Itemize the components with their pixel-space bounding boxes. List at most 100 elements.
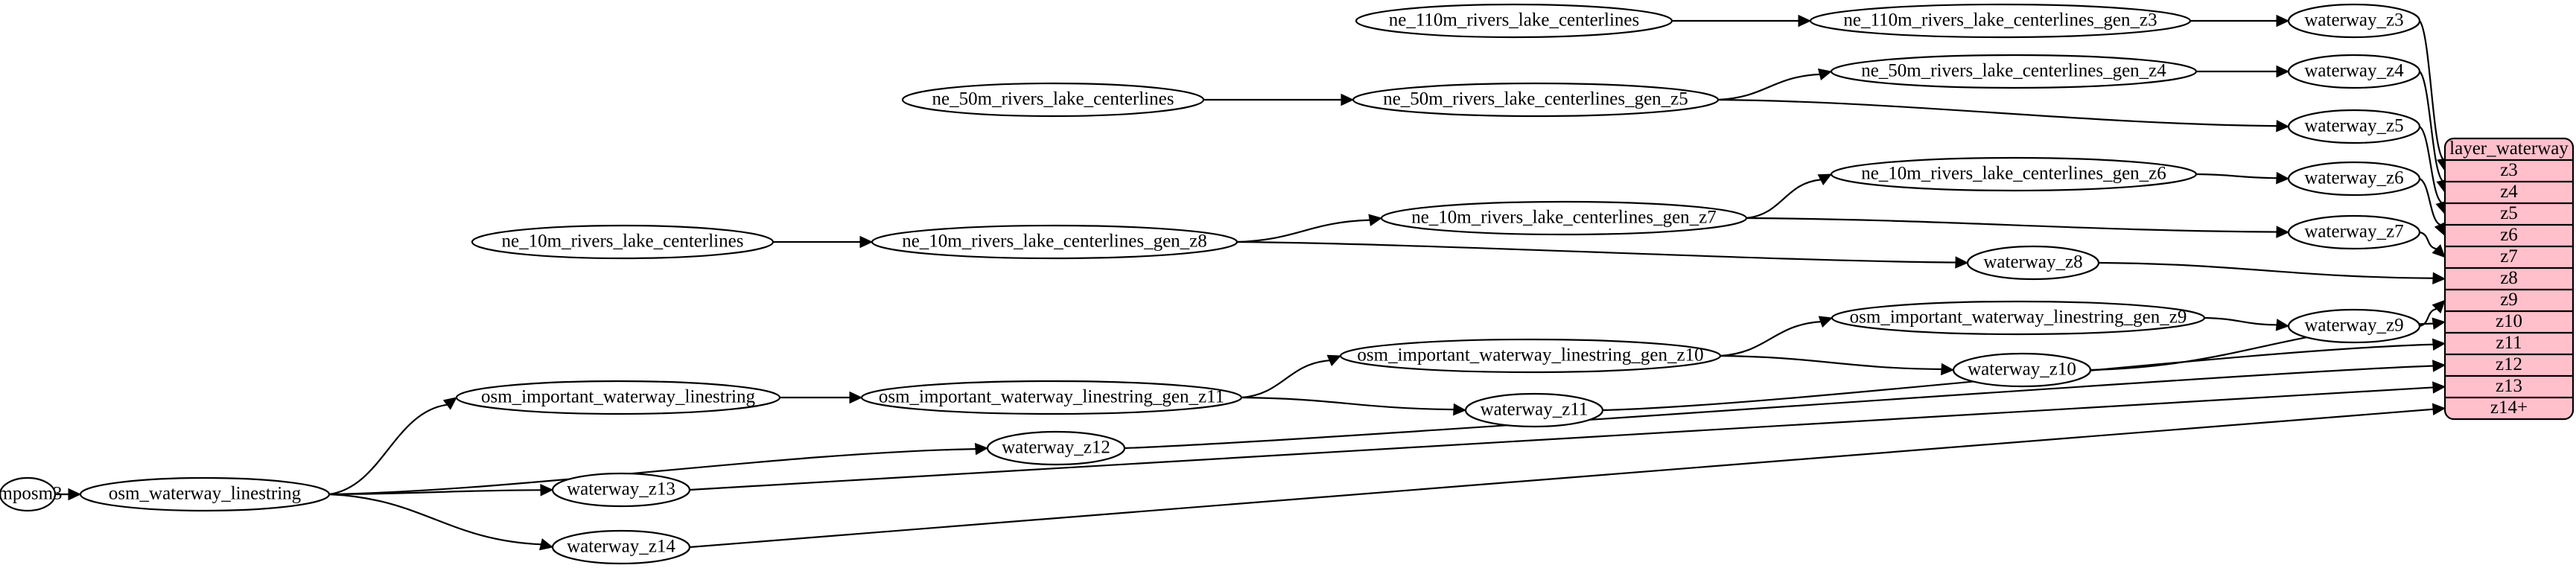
graph-node-ne_50m_rivers_lake_centerlines[interactable]: ne_50m_rivers_lake_centerlines bbox=[901, 82, 1205, 118]
edge-arrowhead-icon bbox=[1341, 93, 1355, 106]
node-ellipse bbox=[1830, 156, 2198, 192]
node-label: waterway_z12 bbox=[1002, 438, 1110, 458]
node-label: ne_10m_rivers_lake_centerlines_gen_z6 bbox=[1861, 164, 2166, 184]
graph-edge bbox=[1717, 73, 1820, 101]
graph-node-ne_10m_rivers_lake_centerlines_gen_z7[interactable]: ne_10m_rivers_lake_centerlines_gen_z7 bbox=[1380, 200, 1748, 236]
graph-edge bbox=[2098, 261, 2434, 279]
edge-arrowhead-icon bbox=[2276, 14, 2290, 28]
edge-arrowhead-icon bbox=[974, 442, 989, 456]
table-row-label-z5: z5 bbox=[2500, 203, 2518, 223]
graph-edge bbox=[1746, 179, 1821, 220]
node-ellipse bbox=[1952, 352, 2092, 388]
table-row-label-z11: z11 bbox=[2496, 333, 2522, 353]
graph-node-ne_110m_rivers_lake_centerlines_gen_z3[interactable]: ne_110m_rivers_lake_centerlines_gen_z3 bbox=[1809, 3, 2192, 39]
node-ellipse bbox=[860, 380, 1243, 415]
node-label: waterway_z14 bbox=[567, 537, 675, 557]
graph-node-waterway_z8[interactable]: waterway_z8 bbox=[1966, 245, 2100, 281]
node-label: ne_110m_rivers_lake_centerlines_gen_z3 bbox=[1843, 10, 2157, 31]
graph-node-ne_50m_rivers_lake_centerlines_gen_z4[interactable]: ne_50m_rivers_lake_centerlines_gen_z4 bbox=[1830, 54, 2198, 89]
graph-edge bbox=[1241, 396, 1454, 411]
graph-node-waterway_z4[interactable]: waterway_z4 bbox=[2287, 54, 2421, 89]
graph-node-waterway_z9[interactable]: waterway_z9 bbox=[2287, 308, 2421, 344]
table-row-label-z12: z12 bbox=[2496, 354, 2522, 374]
node-label: waterway_z11 bbox=[1481, 400, 1588, 420]
node-ellipse bbox=[1830, 54, 2198, 89]
graph-edge bbox=[2419, 126, 2443, 204]
graph-node-waterway_z5[interactable]: waterway_z5 bbox=[2287, 109, 2421, 144]
graph-node-waterway_z13[interactable]: waterway_z13 bbox=[551, 472, 691, 508]
edge-arrowhead-icon bbox=[2434, 222, 2446, 237]
graph-node-osm_important_waterway_linestring[interactable]: osm_important_waterway_linestring bbox=[455, 380, 781, 415]
graph-node-waterway_z3[interactable]: waterway_z3 bbox=[2287, 3, 2421, 39]
edge-arrowhead-icon bbox=[1798, 14, 1812, 28]
node-ellipse bbox=[1352, 82, 1720, 118]
graph-node-osm_important_waterway_linestring_gen_z10[interactable]: osm_important_waterway_linestring_gen_z1… bbox=[1339, 338, 1722, 374]
graph-node-ne_10m_rivers_lake_centerlines_gen_z6[interactable]: ne_10m_rivers_lake_centerlines_gen_z6 bbox=[1830, 156, 2198, 192]
graph-node-ne_10m_rivers_lake_centerlines[interactable]: ne_10m_rivers_lake_centerlines bbox=[471, 224, 775, 260]
edge-arrowhead-icon bbox=[2276, 171, 2290, 185]
graph-node-ne_10m_rivers_lake_centerlines_gen_z8[interactable]: ne_10m_rivers_lake_centerlines_gen_z8 bbox=[871, 224, 1238, 260]
edge-arrowhead-icon bbox=[2432, 338, 2446, 351]
node-ellipse bbox=[986, 430, 1126, 466]
table-row-label-z14+: z14+ bbox=[2490, 398, 2528, 418]
node-ellipse bbox=[901, 82, 1205, 118]
node-ellipse bbox=[1966, 245, 2100, 281]
edge-arrowhead-icon bbox=[68, 488, 82, 501]
edge-arrowhead-icon bbox=[1368, 214, 1383, 226]
table-row-label-z10: z10 bbox=[2496, 311, 2522, 331]
table-node-layer-waterway[interactable]: layer_waterwayz3z4z5z6z7z8z9z10z11z12z13… bbox=[2443, 137, 2575, 421]
node-ellipse bbox=[79, 476, 331, 512]
graph-node-imposm3[interactable]: imposm3 bbox=[0, 476, 63, 512]
graph-node-waterway_z11[interactable]: waterway_z11 bbox=[1464, 392, 1604, 428]
node-label: ne_110m_rivers_lake_centerlines bbox=[1389, 10, 1639, 31]
table-title: layer_waterway bbox=[2449, 138, 2569, 159]
edge-arrowhead-icon bbox=[1817, 173, 1833, 185]
node-ellipse bbox=[1339, 338, 1722, 374]
edge-arrowhead-icon bbox=[1326, 354, 1342, 367]
node-label: ne_50m_rivers_lake_centerlines_gen_z5 bbox=[1383, 89, 1688, 109]
edge-arrowhead-icon bbox=[2432, 403, 2446, 416]
graph-edge bbox=[2419, 177, 2441, 226]
node-label: ne_10m_rivers_lake_centerlines_gen_z7 bbox=[1411, 208, 1717, 228]
graph-edge bbox=[328, 403, 448, 496]
node-label: osm_important_waterway_linestring_gen_z9 bbox=[1850, 307, 2187, 328]
edge-arrowhead-icon bbox=[2432, 272, 2446, 285]
table-row-label-z6: z6 bbox=[2500, 225, 2518, 245]
node-label: waterway_z7 bbox=[2304, 222, 2403, 242]
graph-edge bbox=[1717, 98, 2277, 127]
node-label: waterway_z6 bbox=[2304, 168, 2403, 188]
graph-edge bbox=[1236, 219, 1370, 243]
node-label: waterway_z5 bbox=[2304, 116, 2403, 136]
edge-arrowhead-icon bbox=[2276, 65, 2290, 78]
graph-node-osm_important_waterway_linestring_gen_z11[interactable]: osm_important_waterway_linestring_gen_z1… bbox=[860, 380, 1243, 415]
edge-arrowhead-icon bbox=[540, 484, 554, 497]
edge-arrowhead-icon bbox=[859, 235, 874, 249]
graph-edge bbox=[328, 493, 541, 546]
graph-node-waterway_z10[interactable]: waterway_z10 bbox=[1952, 352, 2092, 388]
node-ellipse bbox=[1355, 3, 1673, 39]
graph-node-waterway_z14[interactable]: waterway_z14 bbox=[551, 529, 691, 565]
node-ellipse bbox=[2287, 161, 2421, 197]
node-label: osm_important_waterway_linestring bbox=[481, 387, 755, 407]
edge-arrowhead-icon bbox=[2276, 119, 2290, 133]
graph-node-ne_110m_rivers_lake_centerlines[interactable]: ne_110m_rivers_lake_centerlines bbox=[1355, 3, 1673, 39]
graph-node-waterway_z7[interactable]: waterway_z7 bbox=[2287, 214, 2421, 250]
graph-node-osm_important_waterway_linestring_gen_z9[interactable]: osm_important_waterway_linestring_gen_z9 bbox=[1831, 300, 2206, 336]
edge-arrowhead-icon bbox=[2432, 244, 2446, 258]
node-label: osm_important_waterway_linestring_gen_z1… bbox=[1357, 345, 1703, 366]
node-label: ne_50m_rivers_lake_centerlines_gen_z4 bbox=[1861, 61, 2166, 81]
node-label: waterway_z10 bbox=[1968, 360, 2076, 380]
edge-arrowhead-icon bbox=[2276, 226, 2290, 238]
graph-edge bbox=[1720, 321, 1821, 357]
graph-edge bbox=[1746, 217, 2277, 233]
graph-node-waterway_z12[interactable]: waterway_z12 bbox=[986, 430, 1126, 466]
graph-node-waterway_z6[interactable]: waterway_z6 bbox=[2287, 161, 2421, 197]
graph-edge bbox=[1236, 240, 1956, 264]
table-row-label-z9: z9 bbox=[2500, 290, 2518, 310]
node-label: osm_important_waterway_linestring_gen_z1… bbox=[879, 387, 1224, 407]
graph-node-osm_waterway_linestring[interactable]: osm_waterway_linestring bbox=[79, 476, 331, 512]
graph-node-ne_50m_rivers_lake_centerlines_gen_z5[interactable]: ne_50m_rivers_lake_centerlines_gen_z5 bbox=[1352, 82, 1720, 118]
graph-edge bbox=[1720, 354, 1942, 371]
